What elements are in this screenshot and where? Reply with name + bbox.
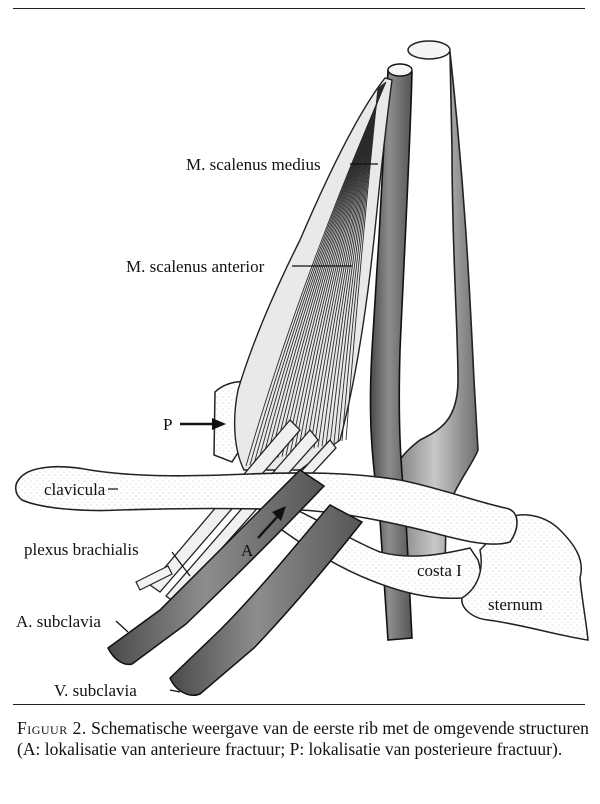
label-sternum: sternum bbox=[488, 595, 543, 614]
label-a-subclavia: A. subclavia bbox=[16, 612, 101, 631]
caption-text: Schematische weergave van de eerste rib … bbox=[17, 718, 589, 759]
label-clavicula: clavicula bbox=[44, 480, 106, 499]
top-rule bbox=[13, 8, 585, 9]
label-plexus-brachialis: plexus brachialis bbox=[24, 540, 139, 559]
muscle-fibers bbox=[245, 81, 387, 467]
figure-number: Figuur 2. bbox=[17, 718, 87, 738]
vessel-stub bbox=[135, 565, 173, 591]
figure-caption: Figuur 2. Schematische weergave van de e… bbox=[17, 718, 589, 760]
label-v-subclavia: V. subclavia bbox=[54, 681, 137, 700]
sternum-bone bbox=[461, 514, 589, 641]
leader-lines bbox=[108, 163, 378, 693]
anatomical-diagram: M. scalenus medius M. scalenus anterior … bbox=[14, 40, 589, 700]
arrow-p bbox=[180, 418, 226, 430]
vena-subclavia bbox=[169, 504, 364, 696]
arrow-a bbox=[257, 506, 286, 539]
label-scalenus-medius: M. scalenus medius bbox=[186, 155, 321, 174]
vena-jugularis bbox=[391, 40, 479, 572]
label-p: P bbox=[163, 415, 172, 434]
label-costa-i: costa I bbox=[417, 561, 462, 580]
muscle-fiber bbox=[345, 87, 379, 441]
caption-rule bbox=[13, 704, 585, 705]
label-scalenus-anterior: M. scalenus anterior bbox=[126, 257, 265, 276]
label-a: A bbox=[241, 541, 254, 560]
arteria-subclavia bbox=[107, 469, 326, 666]
